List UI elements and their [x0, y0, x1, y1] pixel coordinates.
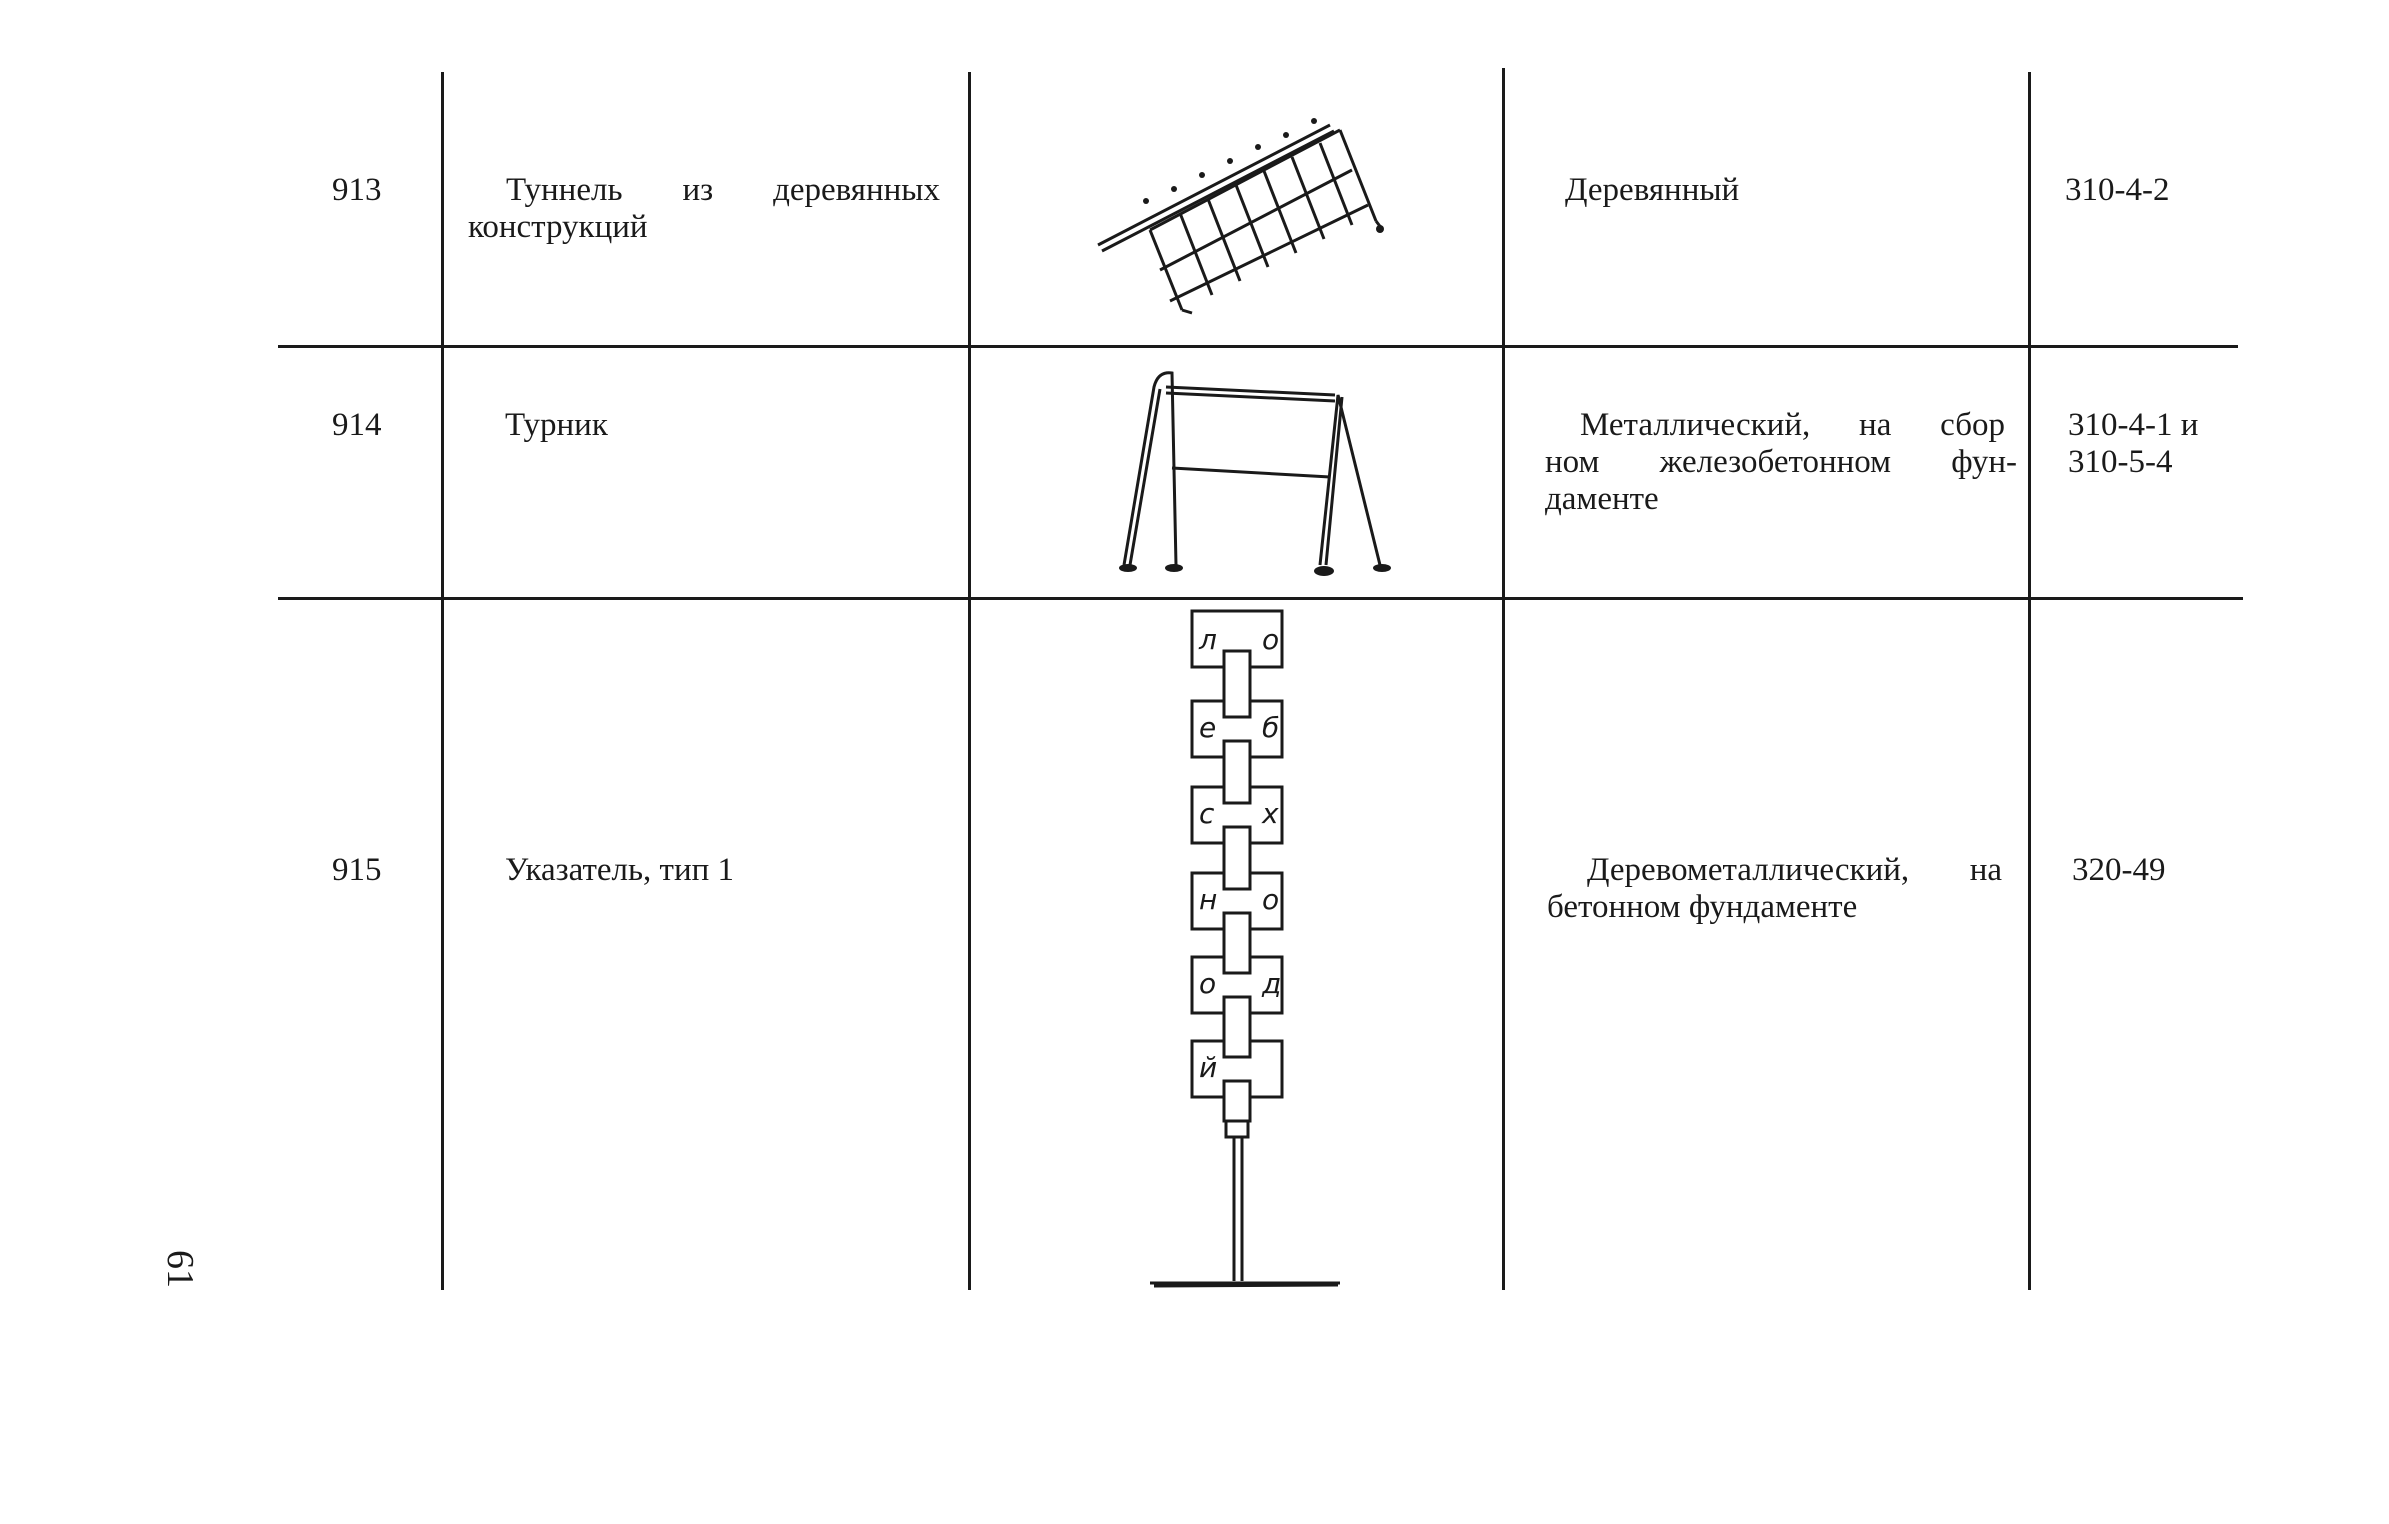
- material-text: Деревянный: [1565, 172, 1740, 208]
- material-word: ном: [1545, 444, 1600, 480]
- standard-code: 320-49: [2072, 852, 2166, 888]
- sign-letter: н: [1199, 883, 1217, 916]
- material-text-continued: бетонном фундаменте: [1547, 889, 1858, 925]
- item-name-word: Туннель: [506, 172, 623, 208]
- material-word: сбор: [1940, 407, 2005, 443]
- page-number: 61: [159, 1250, 201, 1288]
- material-text: Металлический, на сбор: [1545, 407, 2005, 444]
- sign-letter: х: [1261, 797, 1279, 830]
- sign-letter: б: [1262, 711, 1279, 744]
- sign-letter: д: [1261, 967, 1281, 1000]
- material-word: фун-: [1951, 444, 2017, 480]
- row-divider-1: [278, 345, 2238, 348]
- sign-letter: е: [1199, 711, 1216, 744]
- horizontal-bar-drawing: [1119, 371, 1391, 576]
- sign-letter: с: [1199, 797, 1215, 830]
- material-text: Деревометаллический, на: [1547, 852, 2002, 889]
- material-word: железобетонном: [1659, 444, 1892, 480]
- sign-letter: о: [1262, 623, 1279, 656]
- row-divider-2: [278, 597, 2243, 600]
- column-divider-2: [968, 72, 971, 1290]
- material-word: на: [1969, 852, 2002, 888]
- row-number: 913: [332, 172, 382, 208]
- item-name: Туннель из деревянных: [468, 172, 940, 209]
- sign-letter: о: [1262, 883, 1279, 916]
- row-number: 915: [332, 852, 382, 888]
- material-text-continued: ном железобетонном фун-: [1545, 444, 2017, 481]
- item-name-word: из: [682, 172, 714, 208]
- standard-code: 310-4-2: [2065, 172, 2170, 208]
- wooden-tunnel-drawing: [1097, 118, 1384, 315]
- column-divider-1: [441, 72, 444, 1290]
- column-divider-3: [1502, 68, 1505, 1290]
- standard-code: 310-4-1 и: [2068, 407, 2199, 443]
- row-number: 914: [332, 407, 382, 443]
- sign-letter: л: [1198, 623, 1217, 656]
- signpost-drawing: л о е б с х н о о д й: [1150, 609, 1340, 1288]
- material-word: Деревометаллический,: [1587, 852, 1910, 888]
- sign-letter: й: [1199, 1051, 1217, 1084]
- item-name-continued: конструкций: [468, 209, 648, 245]
- item-name: Указатель, тип 1: [505, 852, 735, 888]
- column-divider-4: [2028, 72, 2031, 1290]
- sign-letters: л о е б с х н о о д й: [1198, 623, 1281, 1084]
- sign-letter: о: [1199, 967, 1216, 1000]
- material-word: на: [1859, 407, 1892, 443]
- material-word: Металлический,: [1580, 407, 1811, 443]
- standard-code-continued: 310-5-4: [2068, 444, 2173, 480]
- item-name-word: деревянных: [773, 172, 940, 208]
- item-name: Турник: [505, 407, 608, 443]
- material-text-continued: даменте: [1545, 481, 1659, 517]
